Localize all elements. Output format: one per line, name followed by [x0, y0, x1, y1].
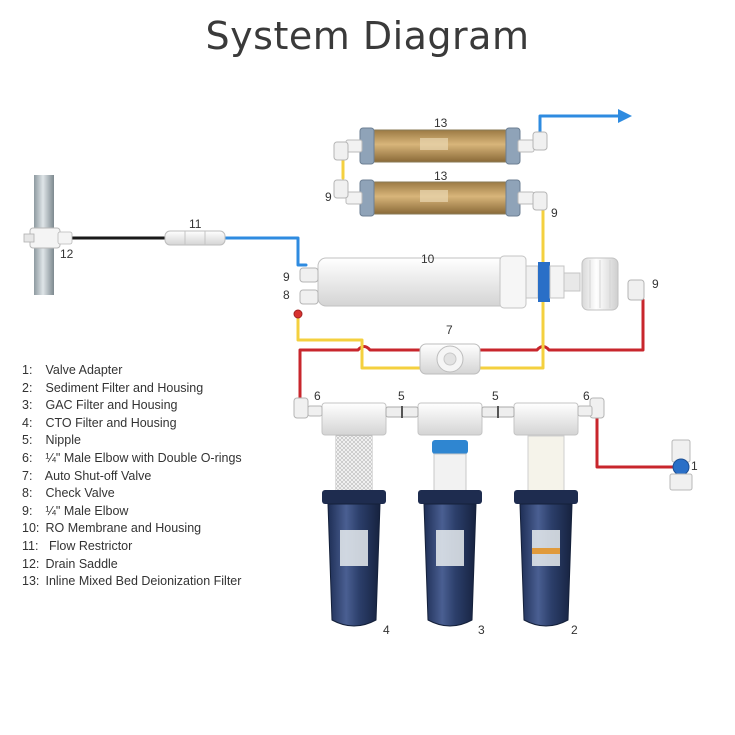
legend-item: 13: Inline Mixed Bed Deionization Filter — [22, 573, 242, 591]
legend-item: 11: Flow Restrictor — [22, 538, 242, 556]
legend-number: 11: — [22, 538, 39, 553]
legend-number: 13: — [22, 574, 40, 589]
legend-label: RO Membrane and Housing — [45, 521, 202, 536]
auto-shutoff-valve — [419, 343, 481, 375]
callout-valve-adapter: 1 — [691, 459, 698, 473]
di-elbows — [333, 131, 548, 211]
callout-elbow-right: 6 — [583, 389, 590, 403]
ro-membrane-housing — [317, 255, 581, 309]
callout-elbow-di-left: 9 — [325, 190, 332, 204]
callout-shutoff-valve: 7 — [446, 323, 453, 337]
legend-item: 6: ¼" Male Elbow with Double O-rings — [22, 450, 242, 468]
ro-membrane-cap — [581, 257, 619, 311]
callout-elbow-di-right: 9 — [551, 206, 558, 220]
legend-number: 8: — [22, 486, 33, 501]
membrane-elbows — [293, 267, 645, 319]
product-arrow-icon — [618, 109, 632, 123]
legend-item: 5: Nipple — [22, 432, 242, 450]
nipples — [385, 406, 515, 418]
flow-restrictor — [164, 230, 226, 246]
legend-label: Sediment Filter and Housing — [45, 380, 204, 395]
callout-nipple-left: 5 — [398, 389, 405, 403]
legend-number: 4: — [22, 415, 33, 430]
legend-number: 2: — [22, 380, 33, 395]
callout-nipple-right: 5 — [492, 389, 499, 403]
di-filter-top — [345, 127, 535, 165]
filter-heads — [321, 402, 579, 436]
legend-label: CTO Filter and Housing — [45, 415, 177, 430]
legend-item: 3: GAC Filter and Housing — [22, 397, 242, 415]
legend-item: 2: Sediment Filter and Housing — [22, 380, 242, 398]
elbows-double-oring — [293, 397, 605, 419]
legend-item: 7: Auto Shut-off Valve — [22, 468, 242, 486]
di-filter-bottom — [345, 179, 535, 217]
callout-check-valve: 8 — [283, 288, 290, 302]
gac-cartridge — [432, 440, 468, 493]
legend-number: 6: — [22, 450, 33, 465]
legend-number: 12: — [22, 556, 40, 571]
legend-number: 10: — [22, 521, 40, 536]
legend-label: Valve Adapter — [45, 363, 123, 377]
callout-gac-filter: 3 — [478, 623, 485, 637]
legend-label: Nipple — [45, 433, 81, 448]
legend-label: ¼" Male Elbow with Double O-rings — [45, 450, 242, 465]
legend-number: 5: — [22, 433, 33, 448]
valve-adapter — [669, 439, 693, 491]
legend-item: 9: ¼" Male Elbow — [22, 503, 242, 521]
legend-label: ¼" Male Elbow — [45, 503, 129, 518]
feed-tube — [595, 411, 679, 469]
gac-housing — [418, 490, 482, 627]
callout-flow-restrictor: 11 — [189, 217, 202, 231]
legend-item: 4: CTO Filter and Housing — [22, 415, 242, 433]
sediment-cartridge — [527, 435, 565, 493]
product-water-tube — [538, 114, 620, 134]
callout-elbow-membrane-out: 9 — [652, 277, 659, 291]
cto-cartridge — [335, 435, 373, 493]
membrane-product-tube — [296, 316, 422, 370]
tubing — [68, 114, 679, 469]
legend-label: Drain Saddle — [45, 556, 118, 571]
legend-number: 1: — [22, 363, 33, 377]
callout-elbow-left: 6 — [314, 389, 321, 403]
drain-saddle-assembly — [23, 175, 73, 295]
callout-membrane: 10 — [421, 252, 435, 266]
callout-drain-saddle: 12 — [60, 247, 74, 261]
legend-number: 9: — [22, 503, 33, 518]
legend-label: GAC Filter and Housing — [45, 398, 178, 413]
callout-cto-filter: 4 — [383, 623, 390, 637]
legend-number: 7: — [22, 468, 33, 483]
callout-elbow-membrane-in: 9 — [283, 270, 290, 284]
legend-number: 3: — [22, 398, 33, 413]
legend-item: 8: Check Valve — [22, 485, 242, 503]
legend-label: Auto Shut-off Valve — [44, 468, 152, 483]
legend-label: Check Valve — [45, 486, 115, 501]
cto-housing — [322, 490, 386, 627]
legend-label: Flow Restrictor — [45, 538, 133, 553]
legend-item: 1: Valve Adapter — [22, 362, 242, 380]
legend-item: 12: Drain Saddle — [22, 556, 242, 574]
callouts: 1 2 3 4 5 5 6 6 7 8 9 9 9 9 10 11 12 13 … — [60, 116, 698, 637]
callout-sediment-filter: 2 — [571, 623, 578, 637]
callout-di-filter-top: 13 — [434, 116, 448, 130]
legend-item: 10: RO Membrane and Housing — [22, 520, 242, 538]
sediment-housing — [514, 490, 578, 627]
callout-di-filter-bottom: 13 — [434, 169, 448, 183]
page-title: System Diagram — [205, 14, 530, 58]
restrictor-to-membrane-tube — [223, 236, 308, 267]
legend-label: Inline Mixed Bed Deionization Filter — [45, 574, 242, 589]
